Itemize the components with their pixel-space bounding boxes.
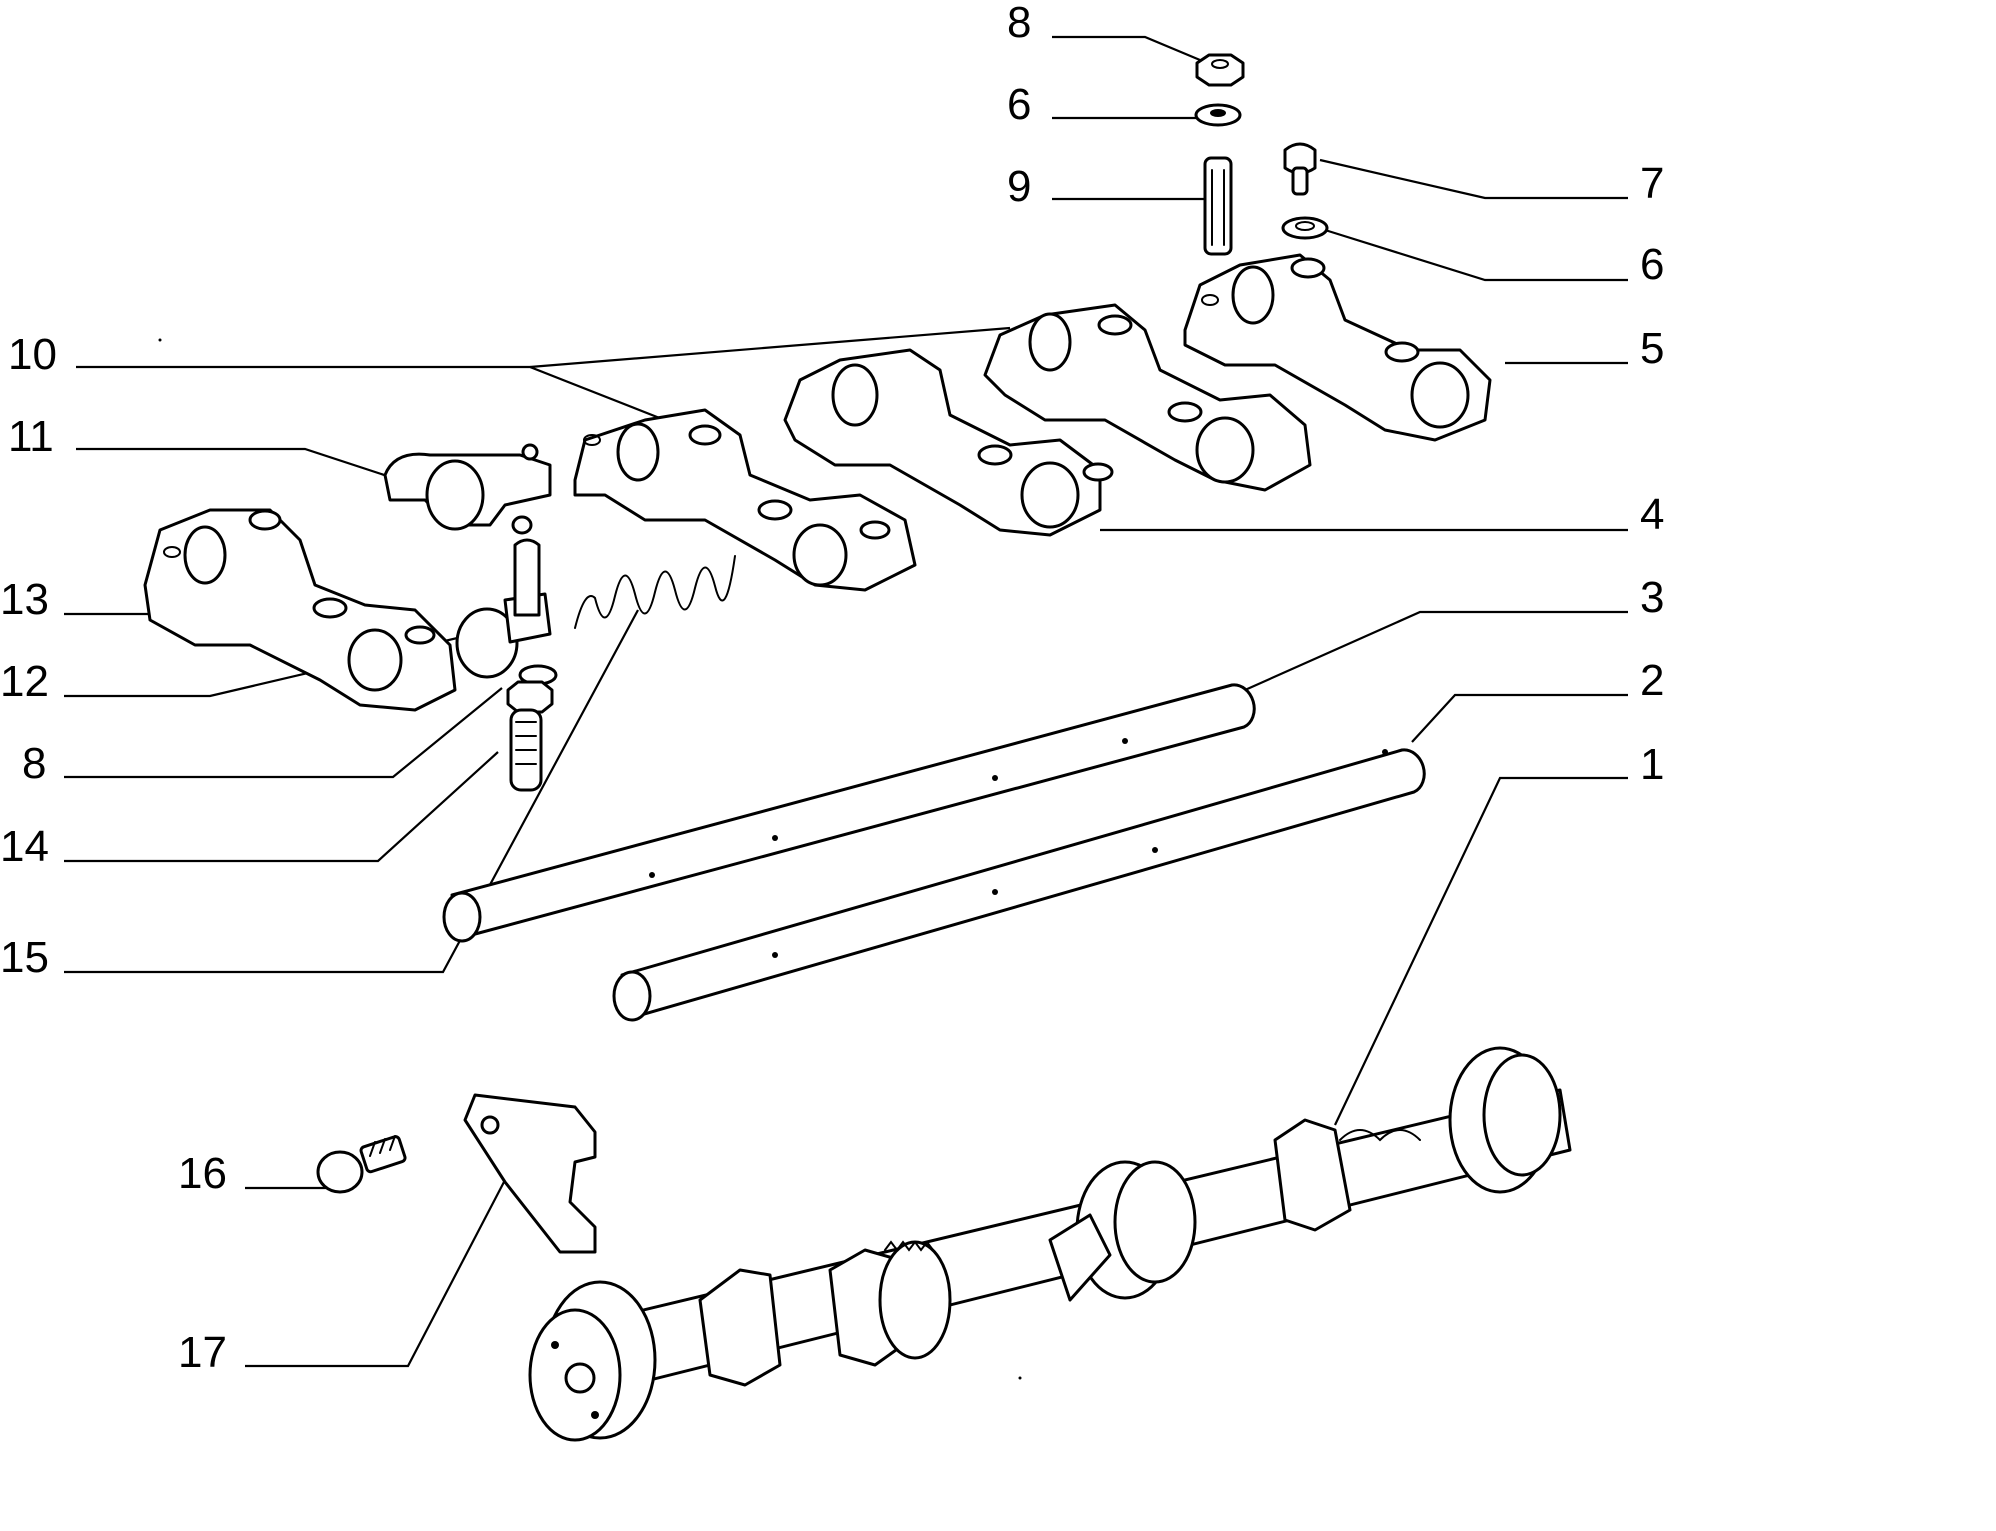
callout-14: 14	[0, 822, 49, 871]
leader-17	[245, 1179, 506, 1368]
bolt-16	[316, 1135, 407, 1194]
leader-14	[64, 751, 499, 863]
callout-6-top: 6	[1007, 80, 1031, 129]
leader-7	[1319, 158, 1628, 200]
stray-dot	[158, 338, 162, 342]
leader-8-left	[64, 687, 503, 779]
rocker-support-10	[573, 408, 917, 592]
washer-6-top	[1194, 103, 1242, 127]
callout-12: 12	[0, 657, 49, 706]
leader-15	[64, 609, 639, 974]
callout-11: 11	[8, 412, 54, 461]
leader-6-right	[1324, 228, 1628, 282]
callout-labels: 8 6 9 7 6 5 10 11 4 3 13 12 2 8 1 14 15 …	[0, 0, 1664, 1377]
callout-17: 17	[178, 1328, 227, 1377]
leader-8-top	[1052, 35, 1201, 62]
callout-5: 5	[1640, 324, 1664, 373]
rocker-support-13	[143, 508, 457, 712]
callout-6-right: 6	[1640, 240, 1664, 289]
callout-8-top: 8	[1007, 0, 1031, 47]
leader-10b	[529, 326, 1011, 369]
callout-7: 7	[1640, 159, 1664, 208]
callout-1: 1	[1640, 740, 1664, 789]
spring-15	[574, 555, 736, 629]
stray-dot	[1018, 1376, 1022, 1380]
rocker-support-4	[783, 303, 1312, 537]
callout-16: 16	[178, 1149, 227, 1198]
leader-1	[1334, 776, 1628, 1126]
nut-8-left	[506, 680, 554, 714]
callout-4: 4	[1640, 490, 1664, 539]
callout-15: 15	[0, 933, 49, 982]
rocker-shaft-3	[442, 683, 1256, 943]
rocker-support-5	[1183, 253, 1492, 442]
bolt-7	[1283, 142, 1317, 196]
camshaft-1	[528, 1046, 1572, 1442]
thrust-plate-17	[463, 1093, 597, 1254]
adjusting-screw-14	[509, 708, 543, 792]
callout-13: 13	[0, 575, 49, 624]
callout-9: 9	[1007, 162, 1031, 211]
rocker-arm-12	[455, 538, 558, 686]
rocker-arm-11	[383, 443, 552, 535]
leader-2	[1411, 693, 1628, 743]
callout-10: 10	[8, 330, 57, 379]
leader-lines	[64, 35, 1628, 1368]
nut-8-top	[1195, 53, 1245, 87]
callout-2: 2	[1640, 656, 1664, 705]
leader-11	[76, 447, 431, 492]
stud-9	[1203, 156, 1233, 256]
washer-6-right	[1281, 216, 1329, 240]
callout-3: 3	[1640, 573, 1664, 622]
leader-10a	[76, 365, 691, 432]
rocker-shaft-2	[612, 748, 1426, 1022]
leader-3	[1244, 610, 1628, 692]
callout-8-left: 8	[22, 739, 46, 788]
